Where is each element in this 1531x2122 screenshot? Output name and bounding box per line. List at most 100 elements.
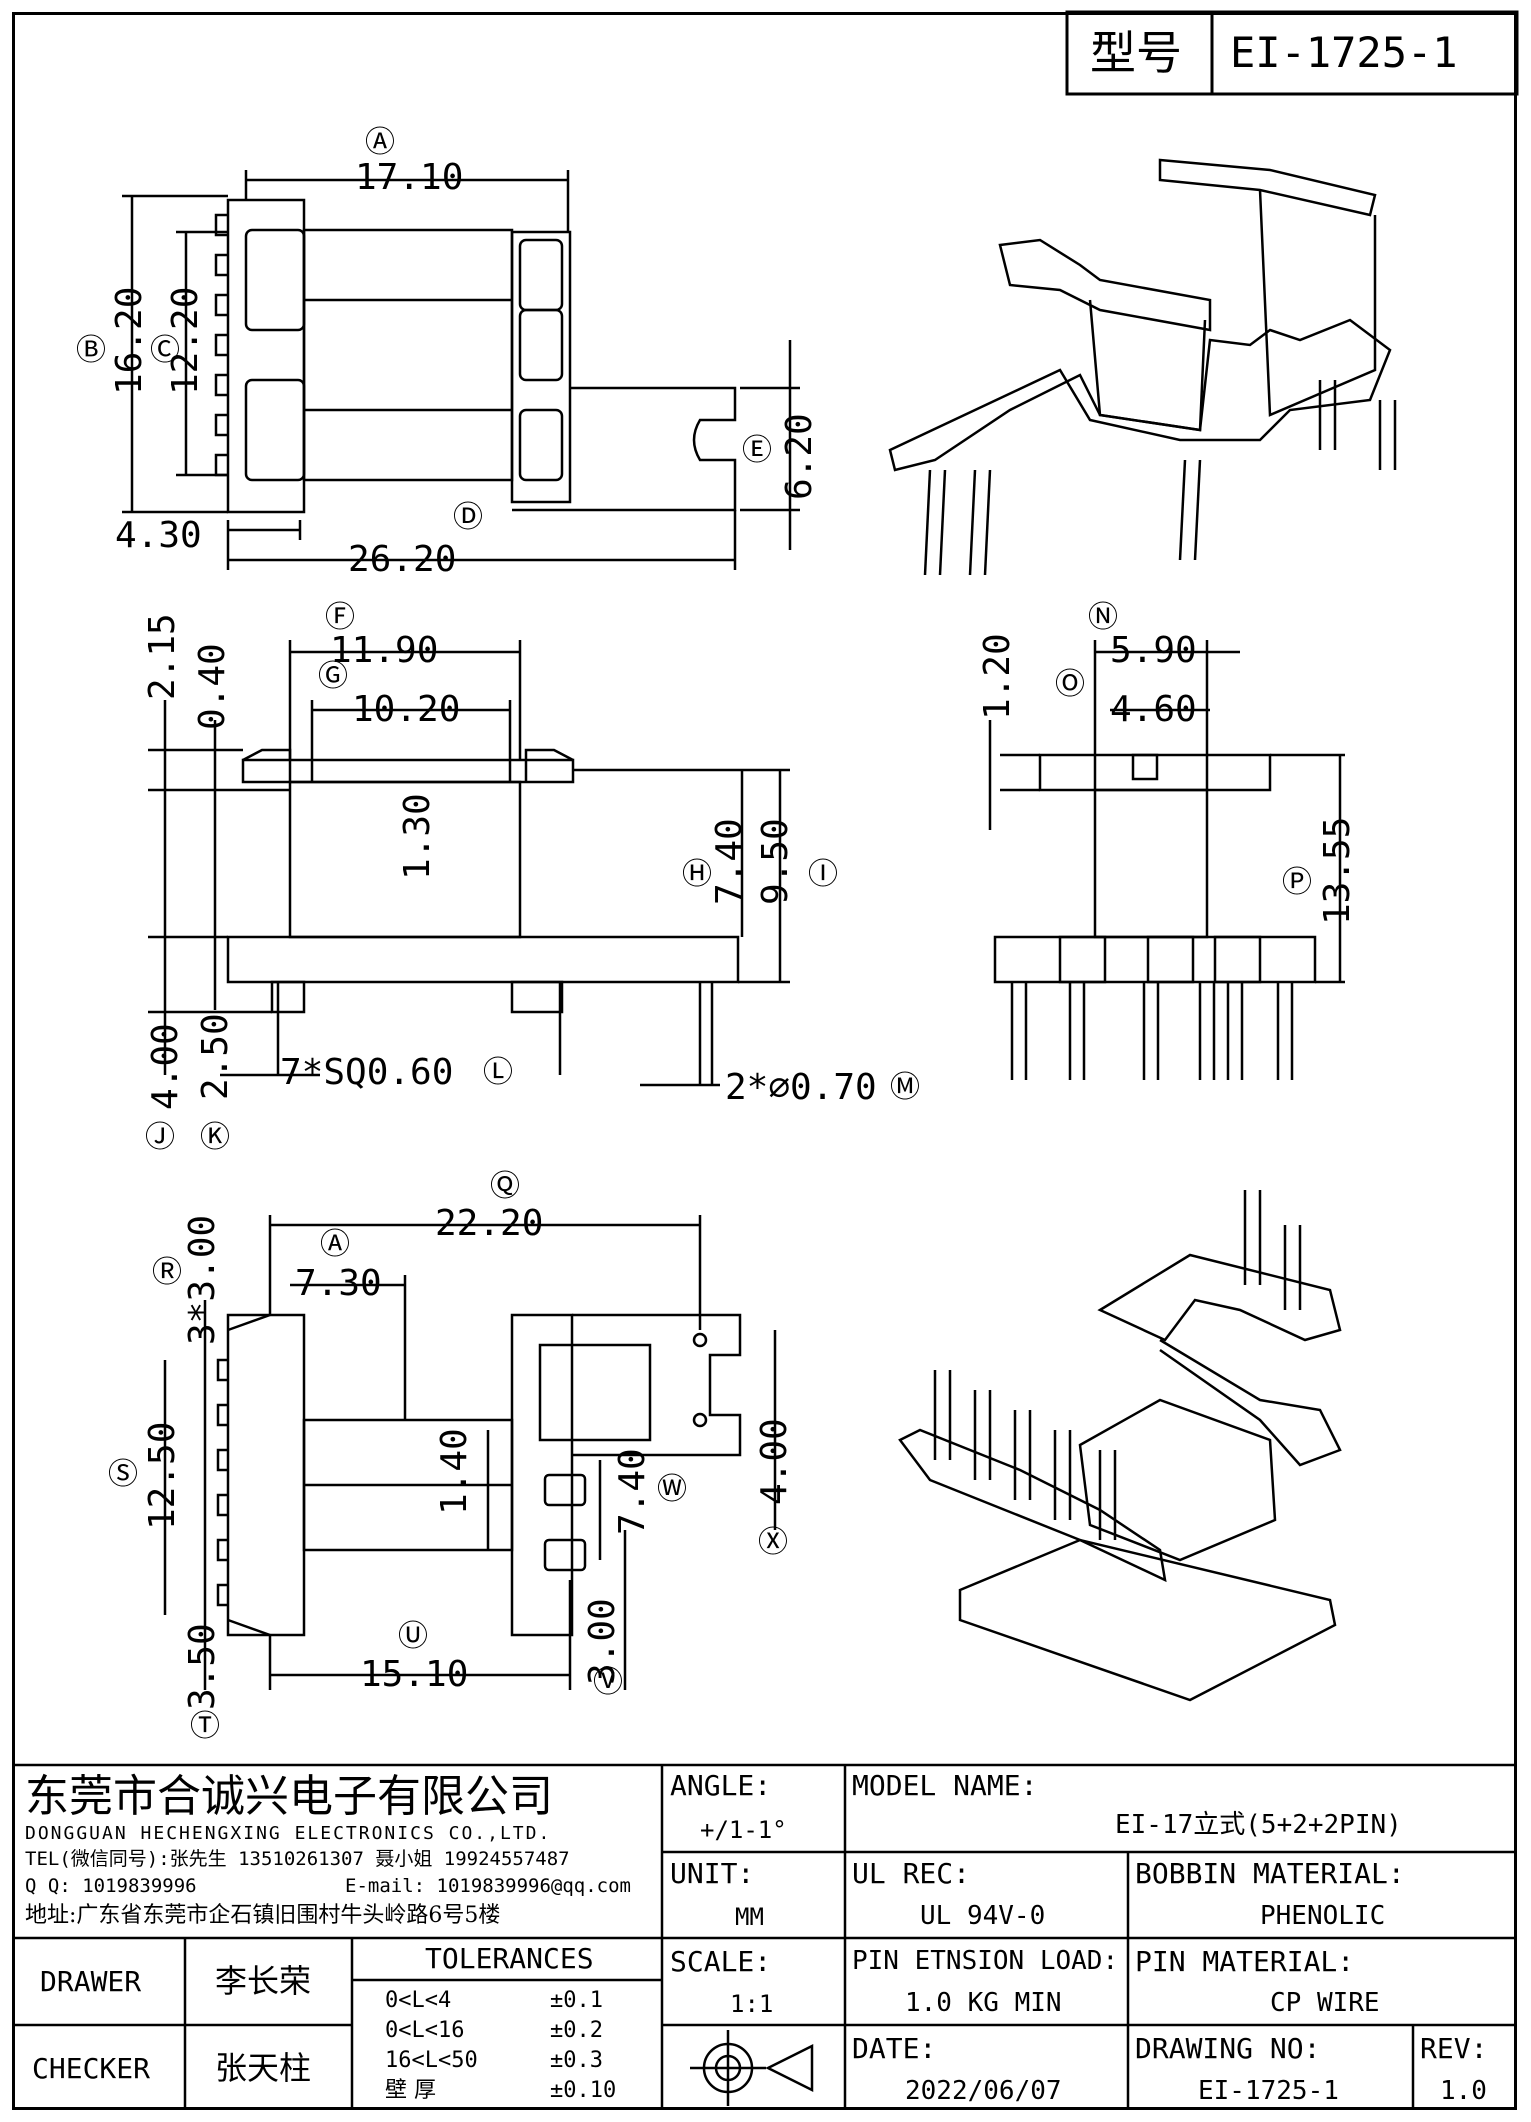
dim-p: 13.55 <box>1317 816 1358 925</box>
dim-i: 9.50 <box>755 818 796 905</box>
marker-a-bottom: Ⓐ <box>320 1227 350 1262</box>
marker-v: Ⓥ <box>593 1665 623 1700</box>
unit-value: MM <box>735 1903 764 1931</box>
dim-a-bottom: 7.30 <box>295 1263 382 1304</box>
marker-s: Ⓢ <box>108 1457 138 1492</box>
dim-x: 4.00 <box>754 1418 795 1505</box>
scale-label: SCALE: <box>670 1945 772 1978</box>
dim-o: 4.60 <box>1110 689 1197 730</box>
angle-label: ANGLE: <box>670 1769 772 1802</box>
drawing-frame <box>12 12 1517 2110</box>
top-view <box>122 170 800 570</box>
marker-i: Ⓘ <box>808 857 838 892</box>
isometric-view-bottom <box>898 1190 1342 1702</box>
bobbin-label: BOBBIN MATERIAL: <box>1135 1857 1405 1890</box>
marker-b: Ⓑ <box>76 333 106 368</box>
side-view <box>988 640 1345 1080</box>
title-block-grid <box>12 1763 1517 2110</box>
rev-value: 1.0 <box>1440 2076 1487 2106</box>
header-box <box>1065 10 1519 96</box>
checker-label: CHECKER <box>32 2052 151 2085</box>
marker-m: Ⓜ <box>890 1070 920 1105</box>
bottom-view <box>163 1215 777 1690</box>
marker-l: Ⓛ <box>483 1055 513 1090</box>
drawer-label: DRAWER <box>40 1965 142 1998</box>
dim-top1: 2.15 <box>142 613 183 700</box>
marker-n: Ⓝ <box>1088 600 1118 635</box>
dim-n: 5.90 <box>1110 630 1197 671</box>
dim-q: 22.20 <box>435 1203 544 1244</box>
company-address: 地址:广东省东莞市企石镇旧围村牛头岭路6号5楼 <box>25 1903 501 1928</box>
drawing-no-value: EI-1725-1 <box>1198 2076 1339 2106</box>
dim-d: 26.20 <box>348 539 457 580</box>
pin-mat-value: CP WIRE <box>1270 1988 1380 2018</box>
marker-e: Ⓔ <box>742 433 772 468</box>
dim-e: 6.20 <box>779 413 820 500</box>
marker-u: Ⓤ <box>398 1619 428 1654</box>
ul-value: UL 94V-0 <box>920 1901 1046 1931</box>
dim-k: 2.50 <box>195 1013 236 1100</box>
drawer-value: 李长荣 <box>215 1962 312 2000</box>
checker-value: 张天柱 <box>215 2049 312 2087</box>
dim-mid-bottom: 1.40 <box>434 1428 475 1515</box>
dim-a: 17.10 <box>355 157 464 198</box>
company-qq: Q Q: 1019839996 <box>25 1875 197 1897</box>
date-value: 2022/06/07 <box>905 2076 1062 2106</box>
company-en: DONGGUAN HECHENGXING ELECTRONICS CO.,LTD… <box>25 1823 552 1844</box>
tolerance-value: ±0.10 <box>550 2078 617 2103</box>
marker-t: Ⓣ <box>190 1709 220 1744</box>
tolerances-label: TOLERANCES <box>425 1942 594 1975</box>
scale-value: 1:1 <box>730 1990 774 2018</box>
rev-label: REV: <box>1420 2032 1488 2065</box>
dim-c: 12.20 <box>165 286 206 395</box>
marker-h: Ⓗ <box>682 857 712 892</box>
dim-j: 4.00 <box>145 1023 186 1110</box>
dim-g: 10.20 <box>352 689 461 730</box>
dim-w: 7.40 <box>612 1448 653 1535</box>
dim-l: 7*SQ0.60 <box>280 1052 454 1093</box>
marker-j: Ⓙ <box>145 1120 175 1155</box>
marker-p: Ⓟ <box>1282 865 1312 900</box>
marker-o: Ⓞ <box>1055 667 1085 702</box>
date-label: DATE: <box>852 2032 937 2065</box>
header-label: 型号 <box>1090 26 1182 80</box>
dim-offset: 4.30 <box>115 515 202 556</box>
dim-u: 15.10 <box>360 1654 469 1695</box>
front-view <box>148 640 790 1087</box>
marker-k: Ⓚ <box>200 1120 230 1155</box>
marker-r: Ⓡ <box>152 1255 182 1290</box>
dim-mid-front: 1.30 <box>397 793 438 880</box>
dim-s: 12.50 <box>142 1421 183 1530</box>
bobbin-value: PHENOLIC <box>1260 1901 1386 1931</box>
pin-mat-label: PIN MATERIAL: <box>1135 1945 1355 1978</box>
dim-m: 2*⌀0.70 <box>725 1067 877 1108</box>
dim-side-top: 1.20 <box>977 633 1018 720</box>
dim-r: 3*3.00 <box>182 1214 223 1345</box>
pin-ext-label: PIN ETNSION LOAD: <box>852 1946 1119 1976</box>
dim-b: 16.20 <box>109 286 150 395</box>
tolerance-value: ±0.2 <box>550 2018 603 2043</box>
marker-x: Ⓧ <box>758 1525 788 1560</box>
marker-f: Ⓕ <box>325 600 355 635</box>
model-value: EI-17立式(5+2+2PIN) <box>1115 1810 1402 1840</box>
dim-top2: 0.40 <box>192 643 233 730</box>
marker-q: Ⓠ <box>490 1169 520 1204</box>
dim-h: 7.40 <box>709 818 750 905</box>
tolerance-range: 16<L<50 <box>385 2048 478 2073</box>
marker-d: Ⓓ <box>453 500 483 535</box>
marker-w: Ⓦ <box>657 1472 687 1507</box>
drawing-no-label: DRAWING NO: <box>1135 2032 1321 2065</box>
unit-label: UNIT: <box>670 1857 755 1890</box>
company-cn: 东莞市合诚兴电子有限公司 <box>25 1771 553 1822</box>
marker-a: Ⓐ <box>365 125 395 160</box>
dim-f: 11.90 <box>330 630 439 671</box>
company-email: E-mail: 1019839996@qq.com <box>345 1875 631 1897</box>
angle-value: +/1-1° <box>700 1816 787 1844</box>
tolerance-range: 壁 厚 <box>385 2078 436 2103</box>
tolerance-value: ±0.3 <box>550 2048 603 2073</box>
header-model: EI-1725-1 <box>1230 28 1458 77</box>
marker-c: Ⓒ <box>150 333 180 368</box>
company-tel: TEL(微信同号):张先生 13510261307 聂小姐 1992455748… <box>25 1848 570 1870</box>
ul-label: UL REC: <box>852 1857 971 1890</box>
